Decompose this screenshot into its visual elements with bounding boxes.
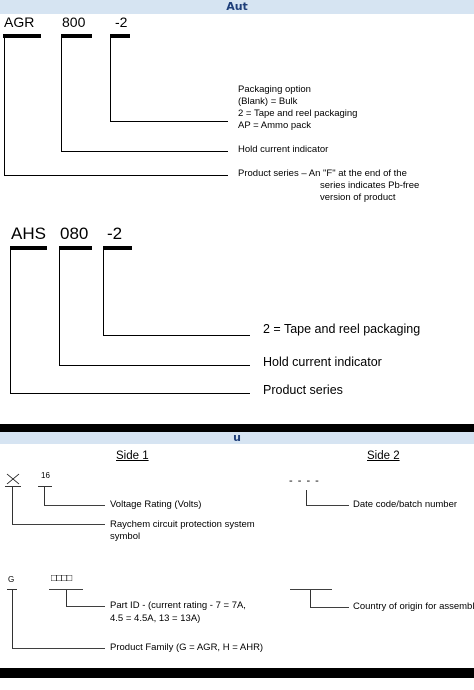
product-family-label: Product Family (G = AGR, H = AHR) bbox=[110, 642, 264, 653]
agr-packaging-tape: 2 = Tape and reel packaging bbox=[238, 108, 358, 119]
agr-leaders bbox=[4, 38, 228, 176]
footer-bar bbox=[0, 668, 474, 678]
part-id-boxes: □□□□ bbox=[51, 573, 72, 584]
part-id-label: Part ID - (current rating - 7 = 7A, bbox=[110, 600, 246, 611]
date-code-label: Date code/batch number bbox=[353, 499, 458, 510]
side-2-title: Side 2 bbox=[367, 450, 400, 462]
ahs-hold-label: Hold current indicator bbox=[263, 355, 382, 369]
ahs-code-suffix: -2 bbox=[107, 224, 123, 243]
country-origin-label: Country of origin for assembly bbox=[353, 601, 474, 612]
ahs-packaging-label: 2 = Tape and reel packaging bbox=[263, 322, 421, 336]
section-header-1: Aut bbox=[0, 0, 474, 14]
section-header-2: u bbox=[0, 432, 474, 444]
agr-hold-label: Hold current indicator bbox=[238, 144, 329, 155]
side1-top-marking bbox=[5, 473, 105, 525]
raychem-symbol-label-line2: symbol bbox=[110, 531, 141, 542]
agr-series-line2: series indicates Pb-free bbox=[320, 180, 420, 191]
date-code-dashes: - - - - bbox=[289, 475, 320, 487]
agr-packaging-title: Packaging option bbox=[238, 84, 311, 95]
ahs-series-label: Product series bbox=[263, 383, 343, 397]
agr-code-prefix: AGR bbox=[4, 14, 35, 30]
raychem-symbol-label: Raychem circuit protection system bbox=[110, 519, 255, 530]
voltage-rating-label: Voltage Rating (Volts) bbox=[110, 499, 202, 510]
agr-code-suffix: -2 bbox=[115, 14, 128, 30]
agr-packaging-bulk: (Blank) = Bulk bbox=[238, 96, 298, 107]
section-separator bbox=[0, 424, 474, 432]
part-id-label-line2: 4.5 = 4.5A, 13 = 13A) bbox=[110, 613, 201, 624]
agr-packaging-ammo: AP = Ammo pack bbox=[238, 120, 311, 131]
agr-code-rating: 800 bbox=[62, 14, 86, 30]
side2-marking bbox=[290, 490, 349, 608]
mark-family-code: G bbox=[8, 575, 15, 584]
ahs-leaders bbox=[10, 250, 250, 394]
side1-bottom-marking bbox=[7, 589, 105, 649]
side-1-title: Side 1 bbox=[116, 450, 149, 462]
code-bars bbox=[3, 34, 132, 250]
agr-series-label: Product series – An "F" at the end of th… bbox=[238, 168, 407, 179]
ahs-code-prefix: AHS bbox=[11, 224, 46, 243]
ahs-code-rating: 080 bbox=[60, 224, 89, 243]
mark-voltage-code: 16 bbox=[41, 471, 50, 480]
agr-series-line3: version of product bbox=[320, 192, 396, 203]
